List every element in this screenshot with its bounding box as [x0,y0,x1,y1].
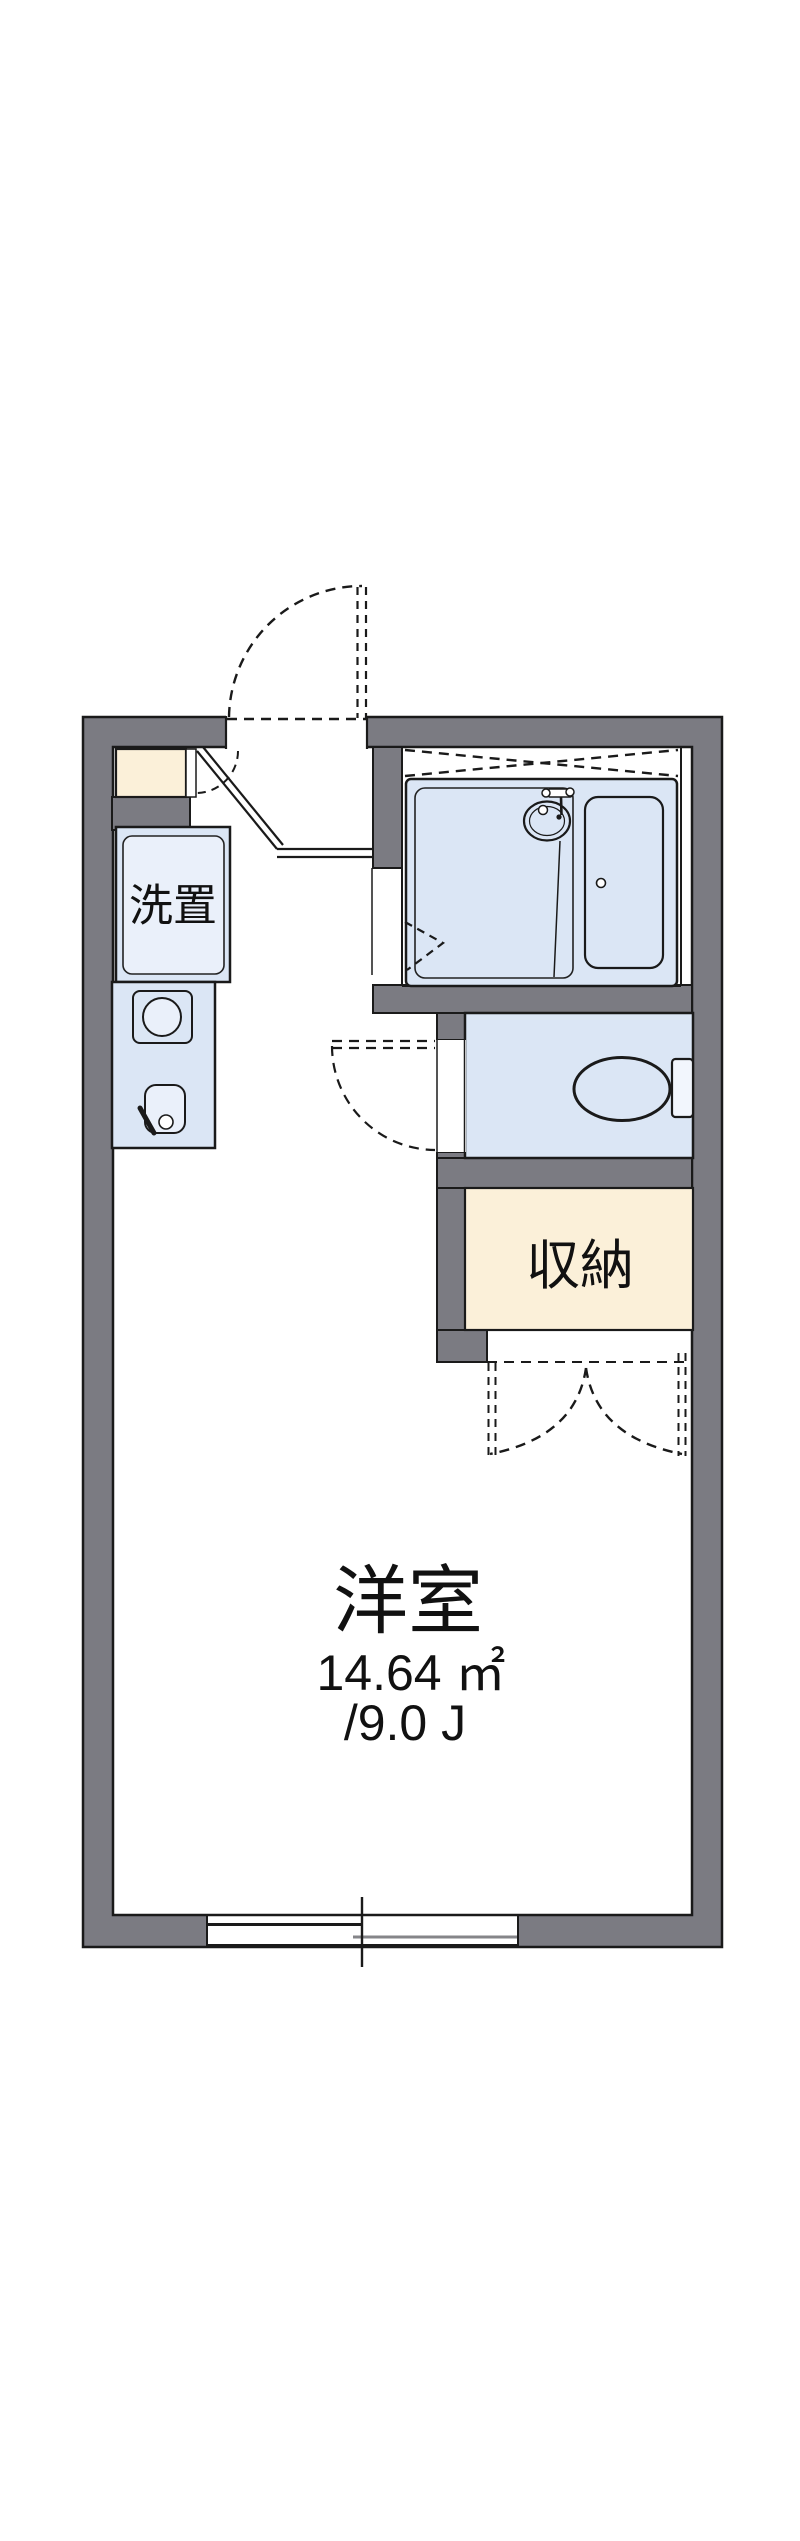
sink-faucet [137,1105,157,1136]
stove-burner [132,990,193,1044]
washer-label: 洗置 [129,882,217,931]
exterior-walls [81,715,724,1949]
bathtub-drain [595,877,607,889]
kitchen-counter [110,980,217,1150]
entrance-door-swing-arc [227,584,363,718]
room-door-leaf [196,746,373,859]
wall-hall-bathroom [372,746,403,869]
sink-drain [158,1114,174,1130]
upper-opening-marks [404,748,679,778]
sliding-window [206,1897,519,1967]
basin-drain [537,804,549,816]
washer-pan [122,835,225,975]
toilet-tank [670,1057,695,1119]
toilet-room [330,1011,695,1160]
storage-label: 収納 [526,1236,634,1296]
toilet-door [330,1039,466,1152]
bathtub [583,795,665,970]
closet-door-swing-right [584,1367,683,1456]
kitchen-sink [137,1084,186,1136]
wall-under-bathroom [372,984,693,1014]
basin-faucet [541,787,575,820]
closet-door-swing-left [489,1367,588,1456]
wall-storage-end-stub [436,1329,488,1363]
entry-step-mat [114,747,188,799]
main-room-area-tatami: /9.0 J [344,1695,466,1751]
entry-step-edge [185,748,197,798]
room-door-swing-arc [195,750,239,794]
entry-step [114,746,373,859]
toilet-bowl [572,1056,672,1122]
wall-below-entry-step [111,796,191,831]
bathroom [371,747,682,988]
washer-space: 洗置 [114,825,232,984]
bath-folding-door [404,921,446,971]
main-room: 洋室 14.64 ㎡ /9.0 J [316,1559,505,1751]
main-room-label: 洋室 [333,1559,483,1643]
shower-partition-line [553,840,561,978]
main-room-area-sqm: 14.64 ㎡ [316,1645,505,1701]
closet-folding-doors [487,1353,687,1456]
wall-toilet-left-upper [436,1012,466,1041]
wash-basin [522,787,575,842]
storage-box [463,1186,695,1332]
toilet [572,1056,695,1122]
storage-closet: 収納 [463,1186,695,1456]
entrance-door [224,584,369,749]
wall-toilet-storage-divider [436,1157,693,1189]
toilet-door-swing-arc [330,1045,436,1152]
